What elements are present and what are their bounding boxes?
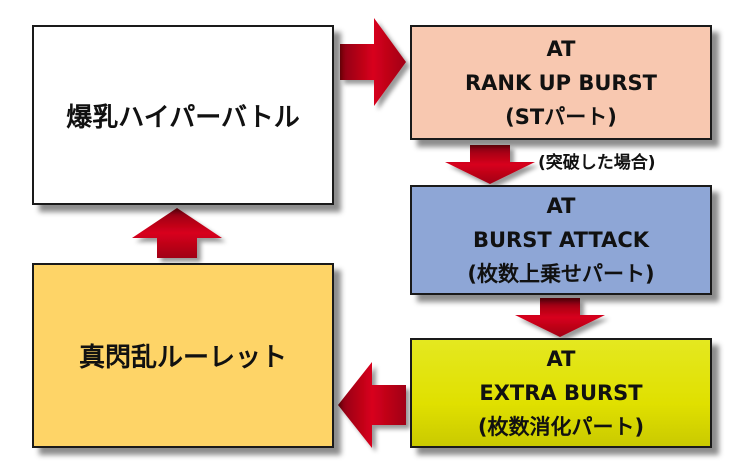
main-battle-label: 爆乳ハイパーバトル: [66, 102, 300, 133]
burst-attack-line3: (枚数上乗せパート): [467, 262, 655, 286]
burst-attack-line2: BURST ATTACK: [472, 228, 650, 252]
rank-up-burst-box: AT RANK UP BURST (STパート): [410, 25, 712, 140]
arrow-extra-to-roulette: [338, 362, 406, 448]
rank-up-line2: RANK UP BURST: [464, 70, 657, 95]
burst-attack-line1: AT: [546, 194, 576, 218]
extra-burst-box: AT EXTRA BURST (枚数消化パート): [410, 338, 712, 448]
breakthrough-note: (突破した場合): [538, 153, 656, 173]
rank-up-line3: (STパート): [505, 104, 617, 129]
arrow-rankup-to-burst-attack: [445, 145, 535, 184]
arrow-main-to-rankup: [340, 18, 406, 106]
roulette-label: 真閃乱ルーレット: [78, 343, 287, 373]
arrow-burst-attack-to-extra: [515, 298, 605, 337]
extra-line1: AT: [546, 347, 576, 371]
main-battle-box: 爆乳ハイパーバトル: [32, 25, 334, 205]
burst-attack-box: AT BURST ATTACK (枚数上乗せパート): [410, 185, 712, 295]
arrow-roulette-to-main: [132, 208, 222, 258]
extra-line2: EXTRA BURST: [479, 381, 643, 405]
extra-line3: (枚数消化パート): [477, 415, 645, 439]
roulette-box: 真閃乱ルーレット: [32, 263, 334, 448]
rank-up-line1: AT: [546, 36, 576, 61]
